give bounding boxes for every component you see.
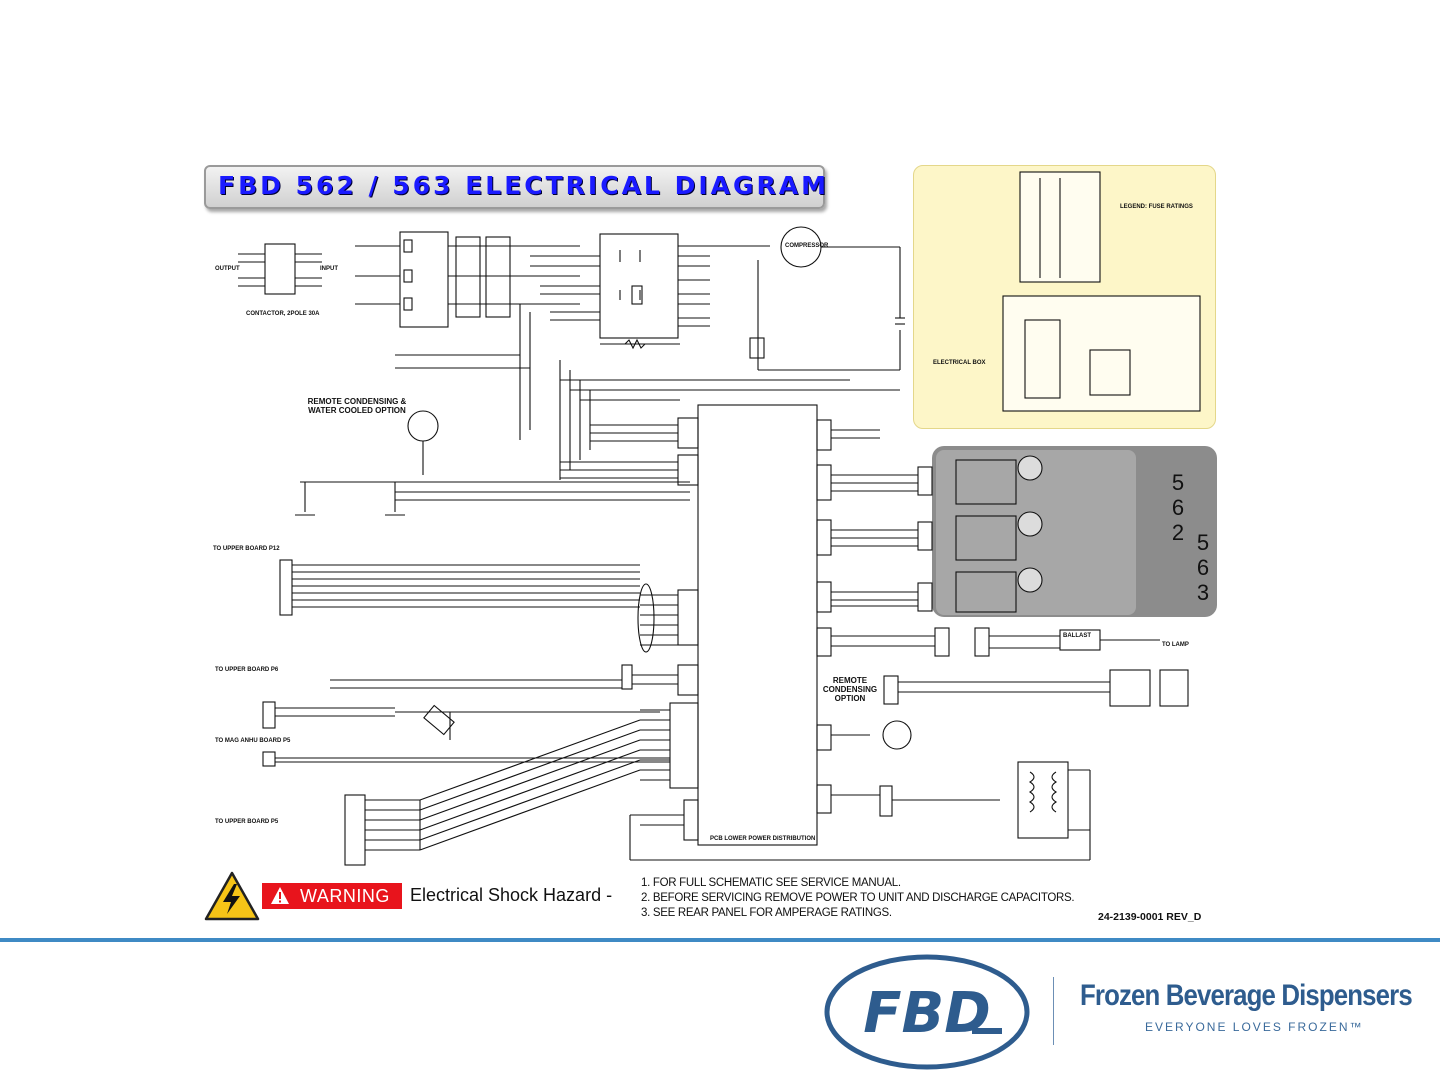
ballast-label: BALLAST	[1063, 633, 1091, 639]
warning-exclamation-icon	[271, 887, 289, 904]
model-563-digit-2: 6	[1196, 555, 1210, 580]
upper-board-p6-label: TO UPPER BOARD P6	[215, 667, 279, 673]
model-562-digit-2: 6	[1171, 495, 1185, 520]
model-562-digit-3: 2	[1171, 520, 1185, 545]
footer-divider	[1053, 977, 1054, 1045]
to-lamp-label: TO LAMP	[1162, 642, 1189, 648]
upper-board-p12-label: TO UPPER BOARD P12	[213, 546, 280, 552]
footer-rule	[0, 938, 1440, 942]
contactor-label: CONTACTOR, 2POLE 30A	[246, 311, 320, 317]
remote-condensing-option-label: REMOTE CONDENSING OPTION	[822, 676, 878, 703]
notes-list: 1. FOR FULL SCHEMATIC SEE SERVICE MANUAL…	[641, 876, 1075, 921]
electrical-hazard-icon	[204, 871, 260, 921]
note-item: 3. SEE REAR PANEL FOR AMPERAGE RATINGS.	[641, 907, 892, 919]
hazard-text: Electrical Shock Hazard -	[410, 885, 613, 905]
electrical-box-label: ELECTRICAL BOX	[933, 360, 986, 366]
input-label: INPUT	[320, 266, 338, 272]
mag-anhu-board-p5-label: TO MAG ANHU BOARD P5	[215, 738, 291, 744]
fuse-legend-label: LEGEND: FUSE RATINGS	[1120, 204, 1193, 210]
pcb-lower-label: PCB LOWER POWER DISTRIBUTION	[710, 836, 816, 842]
note-item: 1. FOR FULL SCHEMATIC SEE SERVICE MANUAL…	[641, 877, 901, 889]
output-label: OUTPUT	[215, 266, 240, 272]
brand-name: Frozen Beverage Dispensers	[1080, 979, 1413, 1012]
upper-board-p5-label: TO UPPER BOARD P5	[215, 819, 279, 825]
fbd-logo: FBD	[824, 954, 1030, 1070]
model-563-digit-3: 3	[1196, 580, 1210, 605]
model-563-digit-1: 5	[1196, 530, 1210, 555]
remote-condensing-water-label: REMOTE CONDENSING & WATER COOLED OPTION	[307, 397, 407, 415]
diagram-title: FBD 562 / 563 ELECTRICAL DIAGRAM	[218, 171, 829, 200]
note-item: 2. BEFORE SERVICING REMOVE POWER TO UNIT…	[641, 892, 1075, 904]
fbd-logo-letters: FBD	[863, 981, 990, 1046]
warning-badge-label: WARNING	[300, 886, 390, 906]
wiring-schematic	[238, 171, 1201, 866]
diagram-title-banner: FBD 562 / 563 ELECTRICAL DIAGRAM	[204, 165, 826, 209]
model-562-digit-1: 5	[1171, 470, 1185, 495]
compressor-label: COMPRESSOR	[785, 243, 829, 249]
brand-tagline: EVERYONE LOVES FROZEN™	[1145, 1020, 1364, 1034]
document-number: 24-2139-0001 REV_D	[1098, 911, 1202, 923]
warning-badge: WARNING	[262, 883, 402, 909]
